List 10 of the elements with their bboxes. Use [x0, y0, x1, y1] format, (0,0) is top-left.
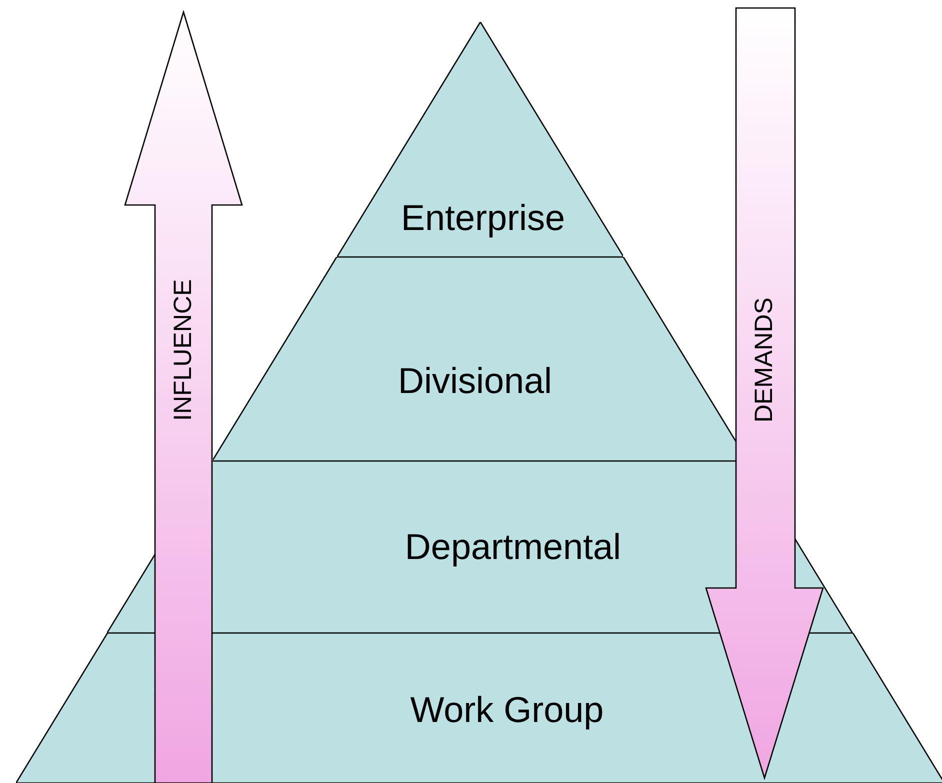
- block-arrow: [125, 12, 242, 783]
- pyramid-tier: [336, 22, 624, 257]
- tier-label: Divisional: [398, 360, 552, 402]
- tier-label: Work Group: [410, 689, 604, 731]
- arrow-label: DEMANDS: [750, 298, 778, 422]
- tier-label: Enterprise: [400, 197, 566, 239]
- block-arrow: [706, 8, 823, 778]
- arrow-label: INFLUENCE: [168, 279, 198, 421]
- tier-label: Departmental: [404, 526, 622, 568]
- pyramid-tier: [213, 257, 736, 461]
